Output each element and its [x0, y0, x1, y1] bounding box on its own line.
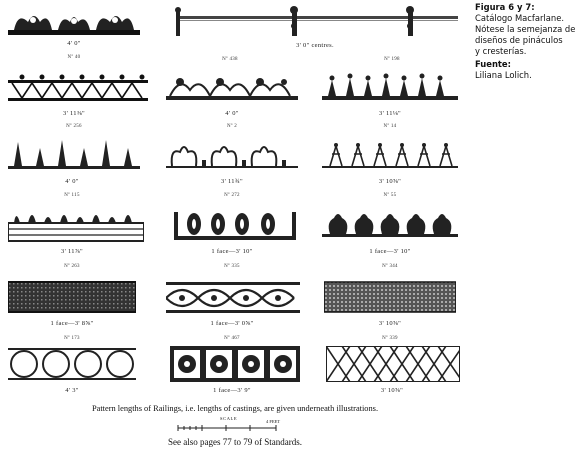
number-40: Nº 40 [67, 55, 81, 60]
number-263: Nº 263 [64, 264, 80, 269]
number-55: Nº 55 [383, 193, 397, 198]
railing-pattern-335 [174, 208, 296, 244]
length-438: 3' 0" centres. [296, 42, 334, 49]
catalog-sheet: 4' 0" Nº 40 3' 0" centres. Nº 438 Nº 198… [8, 6, 462, 447]
scale-bar: SCALE 4 FEET [176, 416, 286, 432]
railing-pattern-256 [8, 72, 148, 106]
railing-pattern-272 [166, 140, 298, 174]
length-55: 3' 10⅝" [378, 178, 402, 185]
length-115: 4' 0" [65, 178, 79, 185]
scale-end-label: 4 FEET [266, 419, 281, 424]
length-14: 3' 11⅛" [379, 110, 401, 117]
number-467: Nº 467 [224, 336, 240, 341]
length-256: 3' 11⅜" [63, 110, 85, 117]
footer-note: Pattern lengths of Railings, i.e. length… [91, 404, 379, 413]
length-40: 4' 0" [67, 40, 81, 47]
caption-source: Liliana Lolich. [475, 70, 532, 80]
number-344: Nº 344 [382, 264, 398, 269]
caption-line-3: diseños de pináculos [475, 35, 563, 45]
railing-pattern-339 [324, 280, 456, 316]
railing-pattern-173 [8, 278, 136, 316]
number-438: Nº 438 [222, 57, 238, 62]
number-115: Nº 115 [64, 193, 80, 198]
length-263: 3' 11⅞" [61, 248, 83, 255]
railing-pattern-circles [8, 346, 136, 382]
railing-pattern-344 [322, 208, 458, 244]
railing-pattern-263 [8, 205, 144, 245]
length-row6-a: 4' 3" [65, 387, 79, 394]
length-335: 1 face—3' 10" [211, 248, 253, 255]
number-2: Nº 2 [226, 124, 238, 129]
railing-pattern-40 [8, 8, 140, 38]
railing-pattern-2 [166, 72, 298, 106]
number-198: Nº 198 [384, 57, 400, 62]
length-339: 3' 10⅝" [378, 320, 402, 327]
number-272: Nº 272 [224, 193, 240, 198]
railing-pattern-115 [8, 138, 140, 174]
caption-line-2: Nótese la semejanza de [475, 24, 576, 34]
length-row6-b: 1 face—3' 9" [213, 387, 251, 394]
length-272: 3' 11¾" [221, 178, 243, 185]
number-173: Nº 173 [64, 336, 80, 341]
caption-line-4: y cresterías. [475, 46, 527, 56]
railing-pattern-55 [322, 140, 458, 174]
railing-pattern-diagonal [326, 346, 460, 382]
number-256: Nº 256 [66, 124, 82, 129]
number-14: Nº 14 [383, 124, 397, 129]
length-467: 1 face—3' 0⅝" [210, 320, 254, 327]
number-335: Nº 335 [224, 264, 240, 269]
figure-caption: Figura 6 y 7: Catálogo Macfarlane. Nótes… [475, 2, 578, 81]
number-339: Nº 339 [382, 336, 398, 341]
railing-pattern-438 [172, 6, 462, 40]
caption-title: Figura 6 y 7: [475, 2, 535, 12]
scale-label: SCALE [220, 416, 238, 421]
railing-pattern-14 [322, 72, 458, 106]
see-also-note: See also pages 77 to 79 of Standards. [168, 437, 302, 447]
caption-source-label: Fuente: [475, 59, 511, 69]
caption-line-1: Catálogo Macfarlane. [475, 13, 565, 23]
railing-pattern-467 [166, 280, 300, 316]
length-173: 1 face—3' 8⅝" [50, 320, 94, 327]
railing-pattern-panels [170, 346, 300, 382]
length-2: 4' 0" [225, 110, 239, 117]
length-344: 1 face—3' 10" [369, 248, 411, 255]
length-row6-c: 3' 10⅝" [380, 387, 404, 394]
